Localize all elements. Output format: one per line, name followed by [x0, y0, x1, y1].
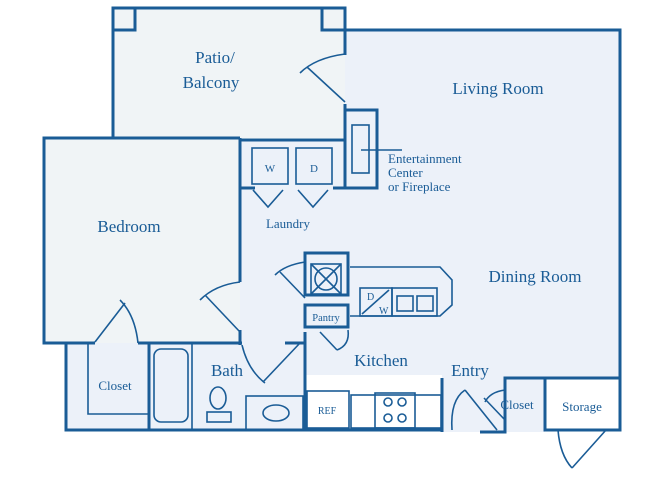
patio-fill [113, 8, 345, 138]
pantry-label: Pantry [312, 313, 340, 324]
dishwasher-label-w: W [379, 306, 389, 317]
patio-label-2: Balcony [183, 73, 240, 92]
living-area-fill [240, 30, 620, 432]
bedroom-closet [66, 299, 242, 415]
living-room-label: Living Room [452, 79, 543, 98]
bedroom-fill [44, 138, 240, 343]
washer-label: W [265, 163, 276, 175]
kitchen-walls [274, 251, 350, 430]
bath [147, 341, 305, 431]
bedroom-walls [42, 136, 345, 345]
dining-room-label: Dining Room [488, 267, 581, 286]
entertainment-label-3: or Fireplace [388, 179, 451, 194]
patio-label-1: Patio/ [195, 48, 235, 67]
patio-door [299, 53, 346, 103]
bath-label: Bath [211, 361, 244, 380]
kitchen-counter [306, 390, 442, 429]
storage-door [557, 429, 607, 469]
entry-door [450, 389, 506, 431]
bedroom-label: Bedroom [97, 217, 160, 236]
bedroom-closet-label: Closet [98, 378, 132, 393]
kitchen-label: Kitchen [354, 351, 408, 370]
kitchen-peninsula [350, 266, 453, 317]
entertainment-label-1: Entertainment [388, 151, 462, 166]
laundry [240, 147, 345, 209]
dryer-label: D [310, 163, 318, 175]
bath-fill [66, 343, 306, 430]
entry-closet-label: Closet [500, 397, 534, 412]
refrigerator-label: REF [318, 406, 337, 417]
entry-label: Entry [451, 361, 489, 380]
entertainment-center [343, 108, 402, 190]
exterior-walls [64, 28, 622, 434]
entertainment-label-2: Center [388, 165, 423, 180]
storage-label: Storage [562, 399, 602, 414]
laundry-label: Laundry [266, 216, 311, 231]
dishwasher-label-d: D [367, 292, 374, 303]
